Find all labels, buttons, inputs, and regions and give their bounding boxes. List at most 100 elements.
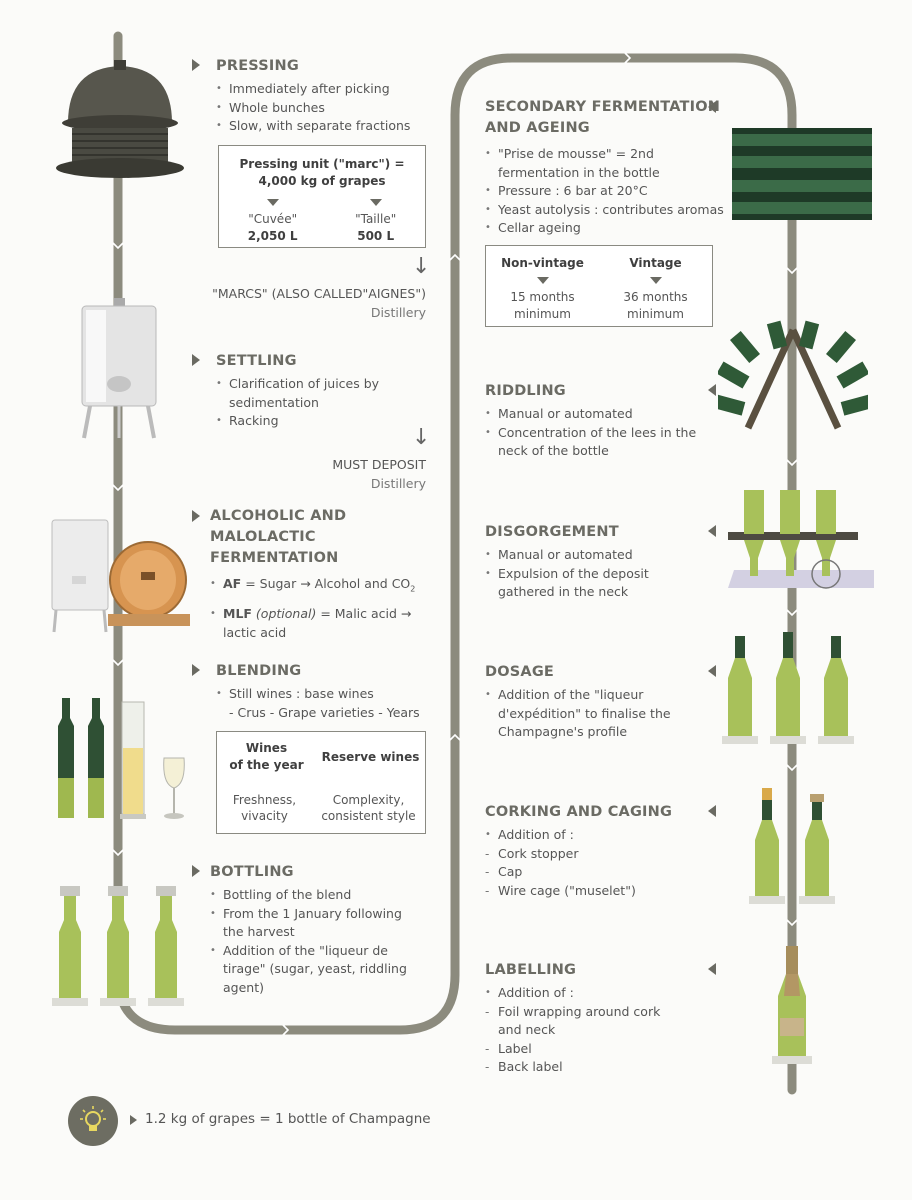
box-title-line: 4,000 kg of grapes [258, 174, 386, 188]
mlf-bullet: MLF (optional) = Malic acid → lactic aci… [210, 605, 425, 642]
step-bullet: From the 1 January following the harvest [210, 905, 410, 942]
box-col-desc: consistent style [321, 809, 416, 823]
corked-bottles-illustration [749, 788, 835, 904]
step-title: RIDDLING [485, 383, 566, 399]
step-secondary-fermentation: SECONDARY FERMENTATION AND AGEING "Prise… [485, 97, 730, 238]
stacked-bottles-illustration [732, 128, 872, 220]
disgorgement-marker-icon [708, 525, 716, 537]
box-col-title: Wines [245, 741, 288, 755]
step-bullet: Still wines : base wines [216, 685, 436, 704]
step-title-line: SECONDARY FERMENTATION [485, 99, 721, 115]
step-title-line: FERMENTATION [210, 550, 339, 566]
down-arrow-icon [536, 277, 549, 284]
box-col-desc: Complexity, [332, 793, 405, 807]
byproduct-destination: Distillery [370, 476, 426, 491]
taille-value: 500 L [357, 229, 395, 243]
af-subscript: 2 [410, 584, 416, 594]
step-bullet: Cellar ageing [485, 219, 730, 238]
byproduct-destination: Distillery [370, 305, 426, 320]
box-col-desc: minimum [627, 307, 684, 321]
step-title: BLENDING [216, 663, 302, 679]
step-title: DISGORGEMENT [485, 524, 619, 540]
down-arrow-icon [369, 199, 382, 206]
step-bullet: Bottling of the blend [210, 886, 410, 905]
step-title-line: AND AGEING [485, 120, 590, 136]
step-blending: BLENDING Still wines : base wines - Crus… [216, 661, 436, 722]
box-col-title: of the year [229, 758, 304, 772]
cuvee-label: "Cuvée" [248, 212, 298, 226]
press-illustration [56, 60, 184, 178]
step-settling: SETTLING Clarification of juices by sedi… [216, 351, 426, 431]
box-col-desc: Freshness, [232, 793, 297, 807]
box-col-desc: minimum [514, 307, 571, 321]
mlf-optional: (optional) [251, 606, 317, 621]
box-col-desc: 36 months [623, 290, 688, 304]
box-title-line: Pressing unit ("marc") = [239, 157, 405, 171]
box-col-desc: 15 months [510, 290, 575, 304]
step-labelling: LABELLING Addition of : Foil wrapping ar… [485, 960, 685, 1077]
step-title: DOSAGE [485, 664, 555, 680]
disgorgement-illustration [728, 490, 874, 589]
down-arrow-icon: ↓ [412, 254, 431, 279]
down-arrow-icon: ↓ [412, 425, 431, 450]
step-dosage: DOSAGE Addition of the "liqueur d'expédi… [485, 662, 695, 742]
step-fermentation: ALCOHOLIC AND MALOLACTIC FERMENTATION AF… [210, 506, 425, 642]
mlf-label: MLF [223, 606, 252, 621]
step-bullet: Addition of the "liqueur de tirage" (sug… [210, 942, 410, 998]
step-bullet: Clarification of juices by sedimentation [216, 375, 426, 412]
step-title: LABELLING [485, 962, 577, 978]
af-bullet: AF = Sugar → Alcohol and CO2 [210, 575, 425, 599]
step-sub-bullet: Label [485, 1040, 685, 1059]
byproduct-title: MUST DEPOSIT [332, 457, 426, 472]
step-pressing: PRESSING Immediately after picking Whole… [216, 56, 436, 136]
step-corking: CORKING AND CAGING Addition of : Cork st… [485, 802, 695, 900]
step-bullet: Racking [216, 412, 426, 431]
dosage-bottles-illustration [722, 632, 854, 744]
step-sub-bullet: Back label [485, 1058, 685, 1077]
byproduct-title: "MARCS" (ALSO CALLED"AIGNES") [212, 286, 426, 301]
down-arrow-icon [649, 277, 662, 284]
step-title: BOTTLING [210, 864, 294, 880]
step-bullet: Whole bunches [216, 99, 436, 118]
fermentation-vats-illustration [51, 519, 190, 633]
step-title: PRESSING [216, 58, 299, 74]
settling-marker-icon [192, 354, 200, 366]
step-sub-bullet: Cork stopper [485, 845, 695, 864]
af-text: = Sugar → Alcohol and CO [241, 576, 411, 591]
box-col-title: Vintage [629, 256, 682, 270]
riddling-rack-illustration [718, 320, 868, 430]
step-bullet: Concentration of the lees in the neck of… [485, 424, 705, 461]
labelled-bottle-illustration [772, 946, 812, 1064]
fermentation-marker-icon [192, 510, 200, 522]
step-riddling: RIDDLING Manual or automated Concentrati… [485, 381, 705, 461]
step-bullet: Manual or automated [485, 546, 685, 565]
blending-box: Wines of the year Reserve wines Freshnes… [216, 731, 426, 834]
box-col-title: Reserve wines [321, 749, 420, 764]
footer-marker-icon [130, 1115, 137, 1125]
step-bullet: Addition of the "liqueur d'expédition" t… [485, 686, 695, 742]
step-title-line: ALCOHOLIC AND [210, 508, 347, 524]
pressing-marker-icon [192, 59, 200, 71]
step-bottling: BOTTLING Bottling of the blend From the … [210, 862, 410, 997]
step-bullet: Addition of : [485, 984, 685, 1003]
settling-tank-illustration [81, 298, 157, 439]
step-title-line: MALOLACTIC [210, 529, 316, 545]
step-title: CORKING AND CAGING [485, 804, 673, 820]
dosage-marker-icon [708, 665, 716, 677]
step-disgorgement: DISGORGEMENT Manual or automated Expulsi… [485, 522, 685, 602]
byproduct-marcs: "MARCS" (ALSO CALLED"AIGNES") Distillery [190, 284, 426, 322]
step-bullet: Expulsion of the deposit gathered in the… [485, 565, 685, 602]
step-sub-bullet: Foil wrapping around cork and neck [485, 1003, 685, 1040]
ageing-box: Non-vintage 15 months minimum Vintage 36… [485, 245, 713, 327]
footer-note: 1.2 kg of grapes = 1 bottle of Champagne [145, 1111, 431, 1127]
down-arrow-icon [266, 199, 279, 206]
cuvee-value: 2,050 L [247, 229, 298, 243]
step-bullet: Manual or automated [485, 405, 705, 424]
box-col-title: Non-vintage [501, 256, 584, 270]
lightbulb-icon [68, 1096, 118, 1146]
step-bullet: Yeast autolysis : contributes aromas [485, 201, 730, 220]
riddling-marker-icon [708, 384, 716, 396]
blending-glassware-illustration [58, 698, 185, 819]
step-sub-bullet: Wire cage ("muselet") [485, 882, 695, 901]
